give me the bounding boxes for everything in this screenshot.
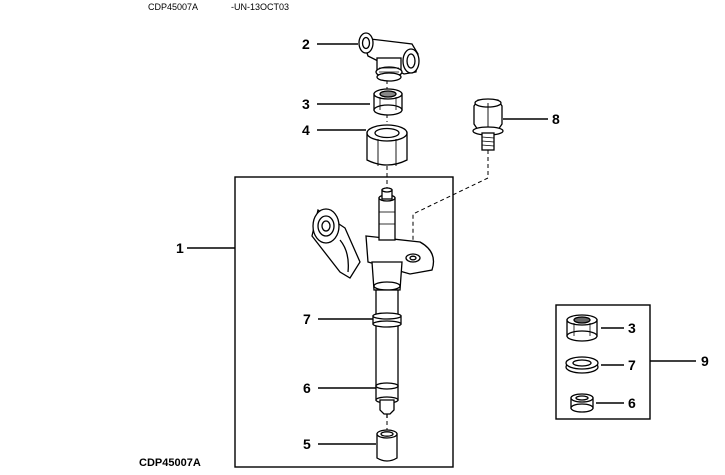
union-nut <box>366 124 408 166</box>
callout-8: 8 <box>552 111 560 127</box>
callout-7: 7 <box>303 311 311 327</box>
callout-2: 2 <box>302 36 310 52</box>
kit-lower-seal <box>570 393 594 413</box>
callout-kit-7: 7 <box>628 357 636 373</box>
callout-4: 4 <box>302 122 310 138</box>
callout-9: 9 <box>701 353 709 369</box>
callout-1: 1 <box>176 240 184 256</box>
bolt <box>472 98 504 151</box>
callout-6: 6 <box>303 380 311 396</box>
washer-top <box>373 88 403 116</box>
injector-assembly <box>311 187 435 418</box>
kit-seal-ring <box>565 356 599 374</box>
tee-fitting <box>358 32 420 82</box>
callout-kit-6: 6 <box>628 395 636 411</box>
kit-washer <box>566 314 598 342</box>
callout-kit-3: 3 <box>628 320 636 336</box>
assembly-frame <box>234 176 454 468</box>
sleeve <box>376 429 398 462</box>
diagram-code-header: CDP45007A <box>148 2 199 12</box>
kit-frame <box>555 304 651 420</box>
callout-3: 3 <box>302 96 310 112</box>
callout-5: 5 <box>303 436 311 452</box>
diagram-date-header: -UN-13OCT03 <box>231 2 290 12</box>
diagram-code-footer: CDP45007A <box>139 457 201 469</box>
